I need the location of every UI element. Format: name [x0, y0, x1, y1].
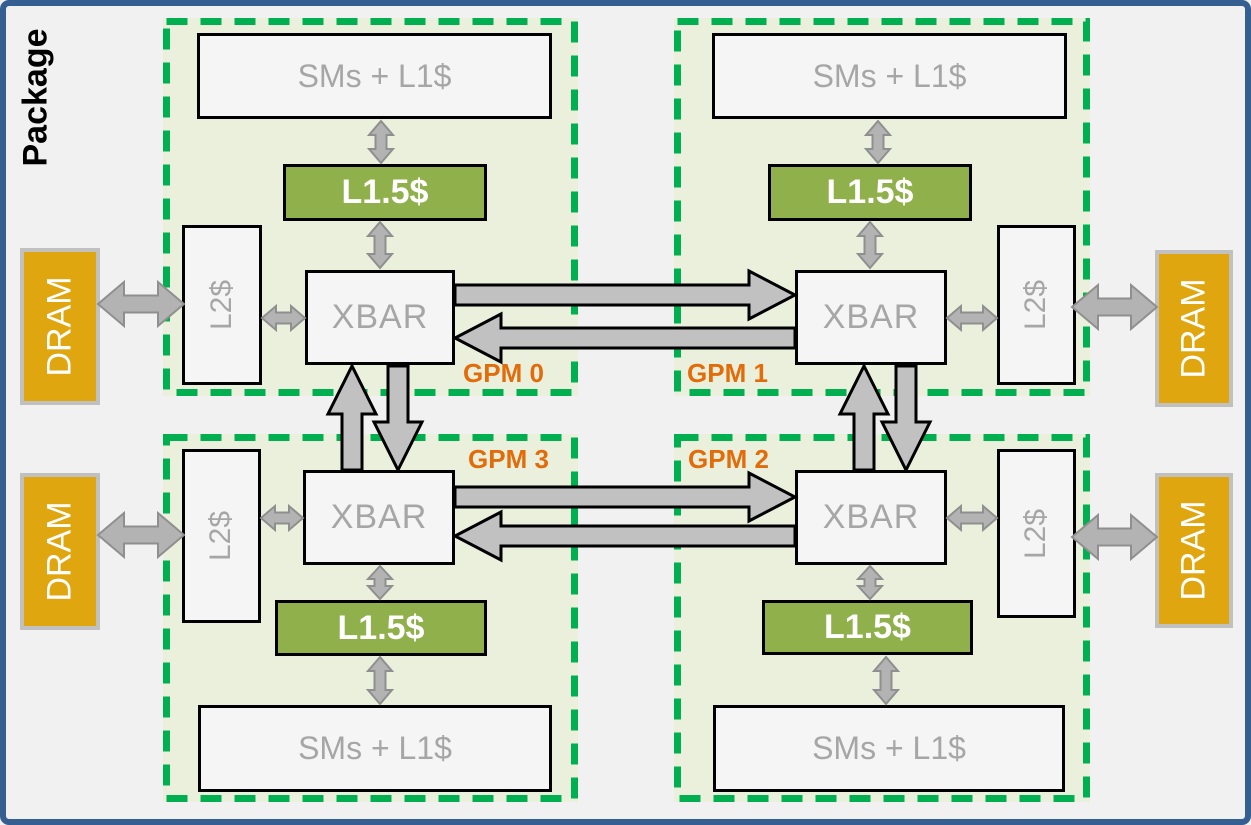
- gpm2-l2-cache-box: L2$: [997, 449, 1076, 618]
- gpm0-sms-label: SMs + L1$: [297, 57, 452, 94]
- gpm3-xbar-label: XBAR: [330, 498, 428, 536]
- gpm0-label: GPM 0: [463, 358, 544, 388]
- gpm1-l2-label: L2$: [1019, 279, 1053, 331]
- dram-top-right: DRAM: [1155, 250, 1233, 407]
- package-label: Package: [12, 22, 60, 172]
- dram-bottom-left: DRAM: [20, 473, 100, 630]
- dram-bottom-left-label: DRAM: [40, 501, 79, 602]
- gpm1-xbar-label: XBAR: [822, 298, 920, 336]
- gpm2-l2-label: L2$: [1019, 508, 1053, 559]
- gpm1-sms-l1-box: SMs + L1$: [712, 33, 1067, 119]
- dram-top-left-label: DRAM: [40, 276, 79, 377]
- package-label-text: Package: [16, 28, 55, 166]
- gpm3-xbar-box: XBAR: [303, 470, 455, 565]
- gpm0-xbar-box: XBAR: [305, 270, 455, 365]
- gpm1-xbar-box: XBAR: [795, 270, 947, 365]
- gpm3-sms-label: SMs + L1$: [298, 730, 452, 766]
- gpm1-l15-label: L1.5$: [826, 173, 914, 211]
- gpm3-l15-label: L1.5$: [337, 608, 425, 647]
- gpm1-sms-label: SMs + L1$: [812, 57, 967, 94]
- gpm3-label: GPM 3: [468, 444, 549, 474]
- gpm3-l2-cache-box: L2$: [182, 449, 261, 623]
- gpm2-xbar-box: XBAR: [795, 470, 947, 565]
- gpm0-l2-cache-box: L2$: [182, 225, 262, 385]
- gpm0-l2-label: L2$: [205, 279, 238, 331]
- gpm2-sms-label: SMs + L1$: [812, 730, 966, 766]
- gpm2-xbar-label: XBAR: [822, 498, 920, 536]
- dram-top-left: DRAM: [20, 248, 100, 405]
- gpm3-sms-l1-box: SMs + L1$: [198, 705, 552, 792]
- gpm1-l2-cache-box: L2$: [997, 225, 1076, 385]
- gpm0-l1.5-cache-box: L1.5$: [283, 164, 487, 221]
- gpm2-label: GPM 2: [688, 444, 769, 474]
- gpm2-l15-label: L1.5$: [824, 608, 911, 646]
- gpm3-l2-label: L2$: [204, 510, 238, 562]
- gpm1-label: GPM 1: [687, 358, 768, 388]
- gpm0-sms-l1-box: SMs + L1$: [197, 33, 552, 119]
- dram-bottom-right: DRAM: [1155, 473, 1233, 628]
- gpm1-l1.5-cache-box: L1.5$: [768, 164, 972, 221]
- gpm2-sms-l1-box: SMs + L1$: [713, 705, 1065, 792]
- dram-top-right-label: DRAM: [1174, 278, 1213, 379]
- gpm2-l1.5-cache-box: L1.5$: [762, 600, 973, 655]
- gpm0-xbar-label: XBAR: [331, 298, 429, 336]
- gpm3-l1.5-cache-box: L1.5$: [275, 600, 487, 656]
- gpm0-l15-label: L1.5$: [341, 173, 429, 211]
- dram-bottom-right-label: DRAM: [1174, 500, 1213, 601]
